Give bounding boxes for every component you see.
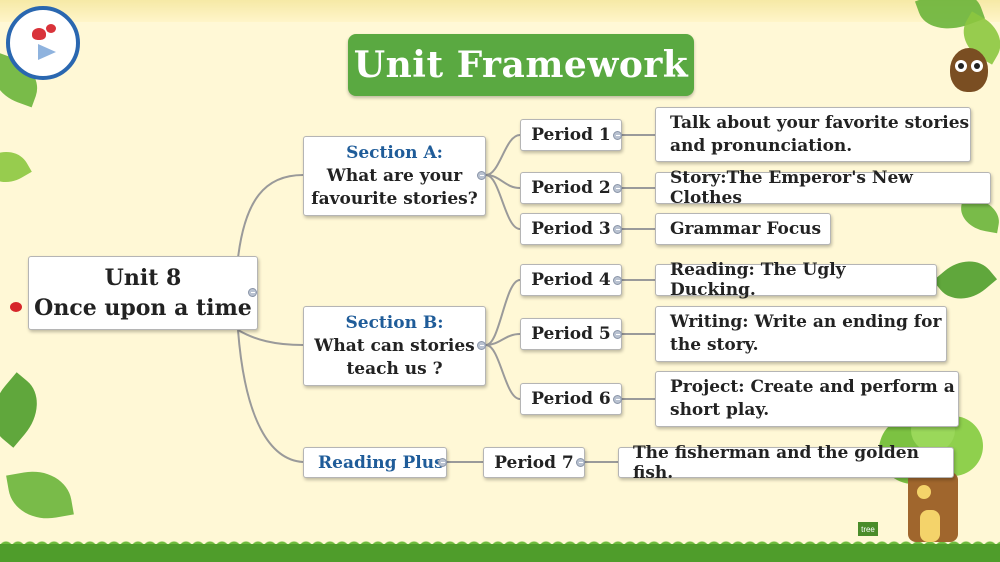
collapse-icon[interactable] (613, 131, 622, 140)
period-5-node[interactable]: Period 5 (520, 318, 622, 350)
period-6-label: Period 6 (531, 389, 611, 409)
period-7-content-line-1: The fisherman and the golden fish. (633, 442, 919, 483)
connector-line (485, 279, 521, 346)
period-5-content-line-1: Writing: Write an ending for (670, 312, 942, 332)
period-7-label: Period 7 (494, 452, 574, 473)
tree-sign-label: tree (861, 525, 875, 534)
heart-icon (46, 24, 56, 33)
connector-line (237, 174, 304, 259)
period-6-content-line-1: Project: Create and perform a (670, 377, 955, 397)
root-node[interactable]: Unit 8 Once upon a time (28, 256, 258, 330)
page-title: Unit Framework (348, 34, 694, 96)
section-a-line-1: What are your (326, 165, 463, 186)
owl-eye (955, 60, 967, 72)
period-4-content[interactable]: Reading: The Ugly Ducking. (655, 260, 937, 300)
section-b-node[interactable]: Section B: What can stories teach us ? (303, 306, 486, 386)
ladybug-icon (10, 302, 22, 312)
collapse-icon[interactable] (477, 341, 486, 350)
owl-icon (950, 48, 988, 92)
connector-line (237, 329, 304, 463)
period-3-content[interactable]: Grammar Focus (655, 213, 831, 245)
school-logo (6, 6, 80, 80)
collapse-icon[interactable] (613, 330, 622, 339)
period-3-content-line-1: Grammar Focus (670, 219, 822, 239)
collapse-icon[interactable] (438, 458, 447, 467)
period-5-label: Period 5 (531, 324, 611, 344)
period-1-label: Period 1 (531, 125, 611, 145)
period-3-label: Period 3 (531, 219, 611, 239)
section-a-line-2: favourite stories? (311, 188, 478, 209)
section-b-line-1: What can stories (314, 335, 475, 356)
connector-line (485, 344, 521, 400)
period-6-content-line-2: short play. (670, 400, 770, 420)
period-1-content[interactable]: Talk about your favorite stories and pro… (655, 107, 971, 162)
period-1-content-line-2: and pronunciation. (670, 135, 853, 156)
period-4-content-line-1: Reading: The Ugly Ducking. (670, 260, 846, 300)
connector-line (485, 134, 521, 176)
root-line-2: Once upon a time (34, 295, 252, 321)
collapse-icon[interactable] (613, 225, 622, 234)
collapse-icon[interactable] (248, 288, 257, 297)
section-b-label: Section B: (345, 312, 444, 333)
collapse-icon[interactable] (613, 276, 622, 285)
period-4-node[interactable]: Period 4 (520, 264, 622, 296)
connector-line (485, 174, 521, 230)
heart-icon (32, 28, 46, 40)
period-1-content-line-1: Talk about your favorite stories (670, 112, 970, 133)
period-4-label: Period 4 (531, 270, 611, 290)
reading-plus-node[interactable]: Reading Plus (303, 447, 447, 478)
collapse-icon[interactable] (613, 184, 622, 193)
grass-edge (0, 538, 1000, 548)
collapse-icon[interactable] (477, 171, 486, 180)
paper-plane-icon (38, 44, 56, 60)
section-a-node[interactable]: Section A: What are your favourite stori… (303, 136, 486, 216)
period-1-node[interactable]: Period 1 (520, 119, 622, 151)
period-7-node[interactable]: Period 7 (483, 447, 585, 478)
period-2-content[interactable]: Story:The Emperor's New Clothes (655, 168, 991, 208)
owl-eye (971, 60, 983, 72)
period-6-node[interactable]: Period 6 (520, 383, 622, 415)
period-7-content[interactable]: The fisherman and the golden fish. (618, 443, 954, 483)
period-2-node[interactable]: Period 2 (520, 172, 622, 204)
reading-plus-label: Reading Plus (318, 452, 444, 473)
root-line-1: Unit 8 (104, 265, 182, 291)
period-2-label: Period 2 (531, 178, 611, 198)
bottom-grass (0, 544, 1000, 562)
period-5-content-line-2: the story. (670, 335, 759, 355)
period-3-node[interactable]: Period 3 (520, 213, 622, 245)
connector-line (485, 333, 521, 346)
collapse-icon[interactable] (613, 395, 622, 404)
section-b-line-2: teach us ? (346, 358, 443, 379)
collapse-icon[interactable] (576, 458, 585, 467)
period-5-content[interactable]: Writing: Write an ending for the story. (655, 306, 947, 362)
section-a-label: Section A: (346, 142, 443, 163)
connector-line (237, 329, 304, 346)
period-2-content-line-1: Story:The Emperor's New Clothes (670, 168, 913, 208)
top-band (0, 0, 1000, 22)
period-6-content[interactable]: Project: Create and perform a short play… (655, 371, 959, 427)
